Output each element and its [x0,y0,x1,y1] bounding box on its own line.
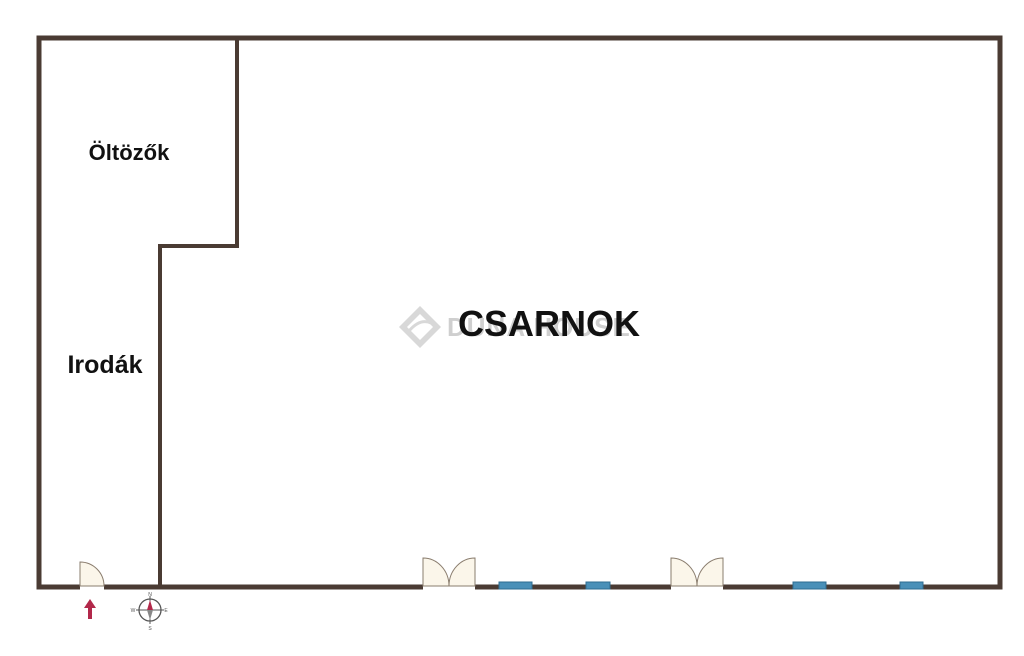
window-2 [585,581,611,590]
interior-wall-dressing [158,38,239,587]
room-label-offices: Irodák [67,351,142,379]
watermark-text: DUNA HOUSE [447,312,631,342]
room-label-hall: CSARNOK [458,303,640,344]
compass-w: W [131,608,136,614]
door-gap-hall-1 [423,583,475,591]
door-gap-hall-2 [671,583,723,591]
window-4 [899,581,924,590]
door-gap-office [80,583,104,591]
double-door-hall-2 [670,557,724,587]
entrance-arrow-icon [84,599,96,619]
window-3 [792,581,827,590]
window-1 [498,581,533,590]
room-label-dressing: Öltözők [89,140,170,165]
watermark: DUNA HOUSE [399,306,631,348]
compass-n: N [148,592,152,598]
door-office [79,561,105,587]
double-door-hall-1 [422,557,476,587]
diamond-logo-icon [399,306,441,348]
compass-s: S [148,626,152,632]
compass-e: E [164,608,168,614]
compass-icon: N S E W [131,592,169,632]
